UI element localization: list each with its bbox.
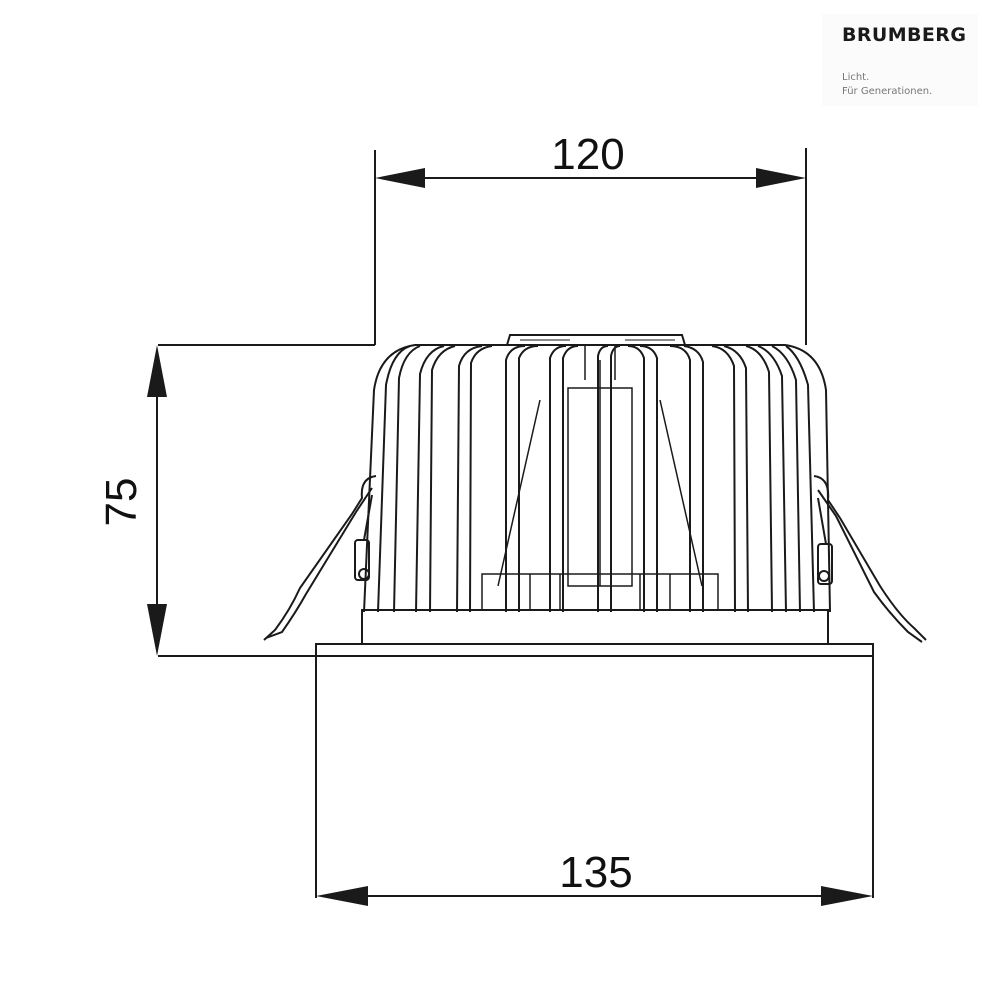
arrowhead-top [147, 345, 167, 397]
arrowhead-right [756, 168, 806, 188]
tagline-line-2: Für Generationen. [842, 86, 933, 97]
cooling-fins [377, 345, 815, 612]
arrowhead-left [375, 168, 425, 188]
dimension-label-width-top: 120 [551, 130, 624, 179]
driver-cap [506, 334, 686, 346]
arrowhead-bottom [147, 604, 167, 656]
brumberg-logo: BRUMBERG Licht. Für Generationen. [822, 14, 978, 106]
dimension-label-width-bottom: 135 [559, 848, 632, 897]
arrowhead-right [821, 886, 873, 906]
spring-clip-right [813, 475, 927, 643]
mounting-plate [361, 609, 829, 645]
arrowhead-left [316, 886, 368, 906]
tagline-line-1: Licht. [842, 72, 870, 83]
inner-core [481, 346, 719, 611]
dimension-label-height: 75 [97, 478, 146, 527]
dimension-height [147, 344, 375, 657]
downlight-body [263, 334, 927, 657]
bezel-flange [315, 643, 874, 657]
dimension-width-top [374, 148, 807, 345]
spring-clip-left [263, 475, 377, 641]
dimension-width-bottom [315, 644, 874, 906]
brand-name: BRUMBERG [842, 24, 967, 46]
heatsink-outline [363, 344, 831, 613]
